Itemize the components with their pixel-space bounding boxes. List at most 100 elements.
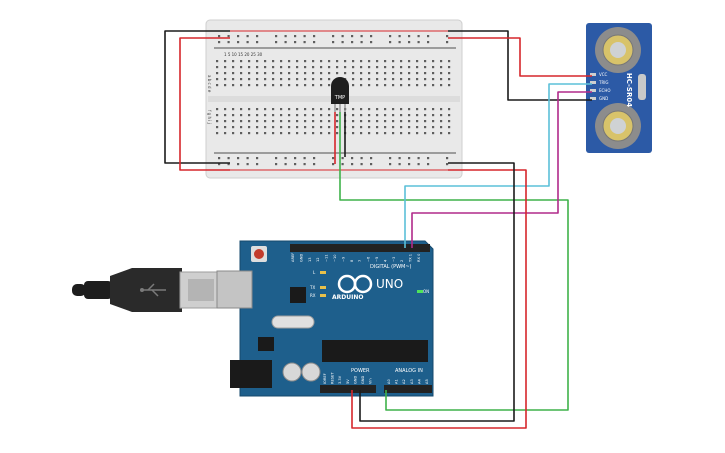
breadboard-hole	[224, 78, 227, 81]
breadboard-hole	[312, 84, 315, 87]
breadboard-hole	[248, 66, 251, 69]
breadboard-hole	[328, 72, 331, 75]
breadboard-hole	[256, 126, 259, 129]
breadboard-hole	[440, 84, 443, 87]
breadboard-hole	[416, 84, 419, 87]
breadboard-hole	[246, 163, 249, 166]
breadboard-hole	[440, 108, 443, 111]
breadboard-hole	[280, 126, 283, 129]
breadboard-hole	[389, 157, 392, 160]
breadboard-hole	[248, 126, 251, 129]
breadboard-hole	[341, 41, 344, 44]
breadboard-hole	[336, 120, 339, 123]
breadboard-column-numbers: 1 5 10 15 20 25 30	[224, 52, 263, 57]
breadboard-hole	[360, 78, 363, 81]
breadboard-hole	[296, 126, 299, 129]
breadboard-hole	[328, 66, 331, 69]
breadboard-hole	[303, 157, 306, 160]
breadboard-hole	[328, 60, 331, 63]
pin-label: ~10	[333, 254, 337, 262]
breadboard-hole	[284, 163, 287, 166]
breadboard-hole	[246, 41, 249, 44]
breadboard-hole	[376, 84, 379, 87]
breadboard-hole	[416, 126, 419, 129]
breadboard-hole	[237, 157, 240, 160]
usb-cable[interactable]	[72, 268, 221, 312]
breadboard-hole	[227, 157, 230, 160]
breadboard-hole	[280, 114, 283, 117]
breadboard-hole	[368, 84, 371, 87]
pin-label: ~3	[392, 257, 396, 262]
pin-label: 13	[308, 257, 312, 262]
breadboard-hole	[280, 66, 283, 69]
breadboard-hole	[368, 72, 371, 75]
breadboard-hole	[360, 41, 363, 44]
breadboard-hole	[240, 72, 243, 75]
breadboard-hole	[376, 114, 379, 117]
breadboard-hole	[352, 120, 355, 123]
breadboard-hole	[256, 114, 259, 117]
breadboard-hole	[392, 84, 395, 87]
breadboard-hole	[216, 132, 219, 135]
breadboard-hole	[408, 157, 411, 160]
breadboard-hole	[392, 78, 395, 81]
breadboard-hole	[248, 120, 251, 123]
pin-label: RESET	[331, 372, 335, 384]
breadboard-hole	[320, 108, 323, 111]
breadboard-hole	[332, 41, 335, 44]
breadboard-hole	[288, 108, 291, 111]
breadboard-hole	[216, 108, 219, 111]
tx-led-label: TX	[309, 285, 315, 290]
breadboard-hole	[432, 60, 435, 63]
breadboard-holes	[216, 35, 451, 166]
breadboard-hole	[296, 84, 299, 87]
breadboard-hole	[296, 120, 299, 123]
ultrasonic-label: HC-SR04	[625, 73, 633, 107]
breadboard-hole	[232, 120, 235, 123]
breadboard-hole	[313, 163, 316, 166]
breadboard-hole	[284, 157, 287, 160]
breadboard-hole	[446, 41, 449, 44]
breadboard-hole	[352, 66, 355, 69]
breadboard-hole	[304, 72, 307, 75]
breadboard-hole	[384, 132, 387, 135]
breadboard-hole	[417, 35, 420, 38]
breadboard-hole	[427, 157, 430, 160]
breadboard-row-letters-top: a b c d e	[207, 75, 212, 93]
breadboard-hole	[384, 114, 387, 117]
ultrasonic-pin-trig: TRIG	[598, 80, 609, 85]
wire-green-tmp-to-a0	[339, 112, 569, 411]
breadboard-hole	[312, 126, 315, 129]
pin-label: A0	[387, 379, 391, 384]
breadboard-hole	[224, 132, 227, 135]
ultrasonic-sensor[interactable]: HC-SR04 VCC TRIG ECHO GND	[586, 23, 652, 153]
wire-black-left-rails	[164, 30, 230, 164]
wire-magenta-echo	[411, 91, 592, 248]
breadboard-hole	[275, 163, 278, 166]
breadboard-hole	[392, 120, 395, 123]
breadboard-hole	[400, 108, 403, 111]
breadboard-hole	[256, 60, 259, 63]
wire-black-gnd	[359, 162, 515, 422]
breadboard-hole	[280, 60, 283, 63]
pin-label: 5V	[346, 379, 350, 384]
breadboard-hole	[408, 66, 411, 69]
breadboard-hole	[320, 132, 323, 135]
breadboard-hole	[400, 60, 403, 63]
arduino-uno-board[interactable]: ARDUINO UNO DIGITAL (PWM~) ANALOG IN POW…	[216, 240, 434, 397]
breadboard-hole	[256, 132, 259, 135]
breadboard-hole	[398, 157, 401, 160]
usb-icon	[140, 283, 166, 297]
breadboard-hole	[216, 120, 219, 123]
breadboard-hole	[351, 41, 354, 44]
breadboard-hole	[376, 72, 379, 75]
breadboard-hole	[370, 157, 373, 160]
breadboard-hole	[227, 41, 230, 44]
breadboard-hole	[400, 66, 403, 69]
temperature-sensor[interactable]: TMP	[331, 77, 349, 112]
breadboard-hole	[264, 66, 267, 69]
breadboard-hole	[408, 35, 411, 38]
breadboard-hole	[360, 66, 363, 69]
breadboard-hole	[275, 35, 278, 38]
